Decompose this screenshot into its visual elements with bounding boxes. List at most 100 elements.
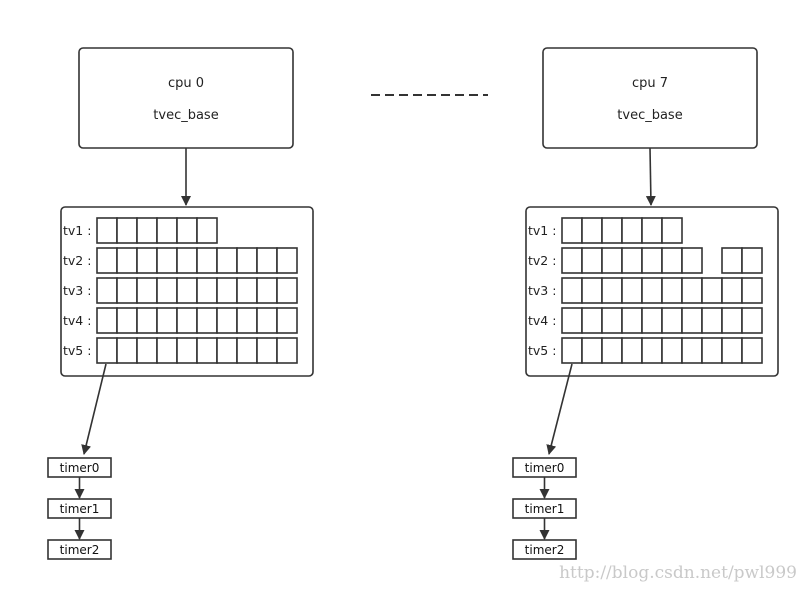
cpu-1-tv2-slot <box>661 247 683 274</box>
cpu-1-tv1-slot <box>621 217 643 244</box>
cpu-7-to-vectors-arrow <box>645 147 656 206</box>
cpu-1-tv3-slot <box>701 277 723 304</box>
cpu-1-tv4-slot <box>601 307 623 334</box>
cpu-1-tv1-slot <box>601 217 623 244</box>
cpu-0-tv2-slot <box>176 247 198 274</box>
cpu-1-tv3-slot <box>641 277 663 304</box>
cpu-0-box <box>78 47 294 149</box>
cpu-0-tv1-slot <box>116 217 138 244</box>
cpu-0-tv2-slot <box>276 247 298 274</box>
cpu-0-row-label-2: tv2 : <box>63 253 91 268</box>
cpu-1-tv3-slot <box>661 277 683 304</box>
cpu-0-tv4-slot <box>136 307 158 334</box>
cpu-0-timer-box-2 <box>47 539 112 560</box>
cpu-1-tv2-slot <box>621 247 643 274</box>
cpu-1-tv4-slot <box>641 307 663 334</box>
cpu-0-tv2-slot <box>116 247 138 274</box>
cpu-0-tv3-slot <box>116 277 138 304</box>
cpu-1-tv2-slot <box>681 247 703 274</box>
cpu-0-tv5-slot <box>156 337 178 364</box>
cpu-1-tv2-slot <box>561 247 583 274</box>
cpu-1-tv4-slot <box>661 307 683 334</box>
cpu-1-tv2-slot <box>601 247 623 274</box>
cpu-1-tv4-slot <box>721 307 743 334</box>
cpu-1-tv1-slot <box>561 217 583 244</box>
cpu-1-tv5-slot <box>561 337 583 364</box>
cpu-0-subtitle: tvec_base <box>153 108 218 123</box>
cpu-7-tv5-to-timer-arrow <box>546 363 573 455</box>
cpu-1-tv5-slot <box>721 337 743 364</box>
cpu-0-row-label-1: tv1 : <box>63 223 91 238</box>
cpu-1-tv3-slot <box>621 277 643 304</box>
cpu-0-tv3-slot <box>176 277 198 304</box>
cpu-1-row-label-3: tv3 : <box>528 283 556 298</box>
cpu-0-tv1-slot <box>96 217 118 244</box>
cpu-1-tv1-slot <box>581 217 603 244</box>
cpu-0-tv3-slot <box>96 277 118 304</box>
cpu-0-tv2-slot <box>156 247 178 274</box>
cpu-1-tv5-slot <box>641 337 663 364</box>
cpu-0-tv4-slot <box>276 307 298 334</box>
cpu-1-row-label-4: tv4 : <box>528 313 556 328</box>
cpu-0-tv3-slot <box>156 277 178 304</box>
cpu-0-tv4-slot <box>196 307 218 334</box>
cpu-1-timer-label-1: timer1 <box>525 502 565 516</box>
cpu-1-tv4-slot <box>561 307 583 334</box>
cpu-0-row-label-4: tv4 : <box>63 313 91 328</box>
cpu-0-tv2-slot <box>136 247 158 274</box>
cpu-0-tv5-slot <box>196 337 218 364</box>
cpu-0-tv4-slot <box>116 307 138 334</box>
cpu-1-tv3-slot <box>581 277 603 304</box>
cpu-0-tv2-slot <box>236 247 258 274</box>
cpu-0-tv3-slot <box>236 277 258 304</box>
cpu-1-tv1-slot <box>661 217 683 244</box>
cpu-1-tv2-slot <box>721 247 743 274</box>
cpu-0-tv5-to-timer-arrow <box>81 363 107 455</box>
cpu-0-row-label-5: tv5 : <box>63 343 91 358</box>
cpu-0-tv4-slot <box>156 307 178 334</box>
cpu-7-subtitle: tvec_base <box>617 108 682 123</box>
cpu-1-tv1-slot <box>641 217 663 244</box>
cpu-0-tv3-slot <box>256 277 278 304</box>
cpu-0-tv3-slot <box>136 277 158 304</box>
cpu-1-tv3-slot <box>601 277 623 304</box>
watermark: http://blog.csdn.net/pwl999 <box>559 563 797 583</box>
cpu-7-vector-rows: tv1 :tv2 :tv3 :tv4 :tv5 : <box>528 217 763 364</box>
cpu-1-tv2-slot <box>641 247 663 274</box>
cpu-0-tv4-slot <box>256 307 278 334</box>
cpu-1-timer-label-2: timer2 <box>525 543 565 557</box>
cpu-0-tv5-slot <box>216 337 238 364</box>
cpu-0-tv1-slot <box>196 217 218 244</box>
cpu-1-tv3-slot <box>741 277 763 304</box>
cpu-1-tv3-slot <box>561 277 583 304</box>
cpu-0-tv5-slot <box>276 337 298 364</box>
cpu-1-row-label-5: tv5 : <box>528 343 556 358</box>
cpu-0-timer-label-2: timer2 <box>60 543 100 557</box>
cpu-1-tv5-slot <box>581 337 603 364</box>
cpu-0-row-label-3: tv3 : <box>63 283 91 298</box>
cpu-1-tv2-slot <box>741 247 763 274</box>
cpu-1-tv5-slot <box>621 337 643 364</box>
cpu-0-tv2-slot <box>256 247 278 274</box>
cpu-1-tv4-slot <box>621 307 643 334</box>
cpu-0-vector-rows: tv1 : tv2 : tv3 : tv4 : tv5 : <box>63 217 298 364</box>
cpu-0-tv2-slot <box>216 247 238 274</box>
cpu-0-tv5-slot <box>116 337 138 364</box>
cpu-0-tv5-slot <box>236 337 258 364</box>
cpu-0-tv2-slot <box>196 247 218 274</box>
cpu-1-tv5-slot <box>701 337 723 364</box>
cpu-0-timer-label-0: timer0 <box>60 461 100 475</box>
cpu-0-tv3-slot <box>216 277 238 304</box>
cpu-1-tv3-slot <box>721 277 743 304</box>
cpu-1-tv4-slot <box>581 307 603 334</box>
cpu-0-tv5-slot <box>96 337 118 364</box>
cpu-1-tv5-slot <box>601 337 623 364</box>
cpu-0-tv3-slot <box>276 277 298 304</box>
cpu-1-timer-box-2 <box>512 539 577 560</box>
cpu-7-title: cpu 7 <box>632 76 668 91</box>
cpu-1-tv4-slot <box>701 307 723 334</box>
cpu-0-title: cpu 0 <box>168 76 204 91</box>
